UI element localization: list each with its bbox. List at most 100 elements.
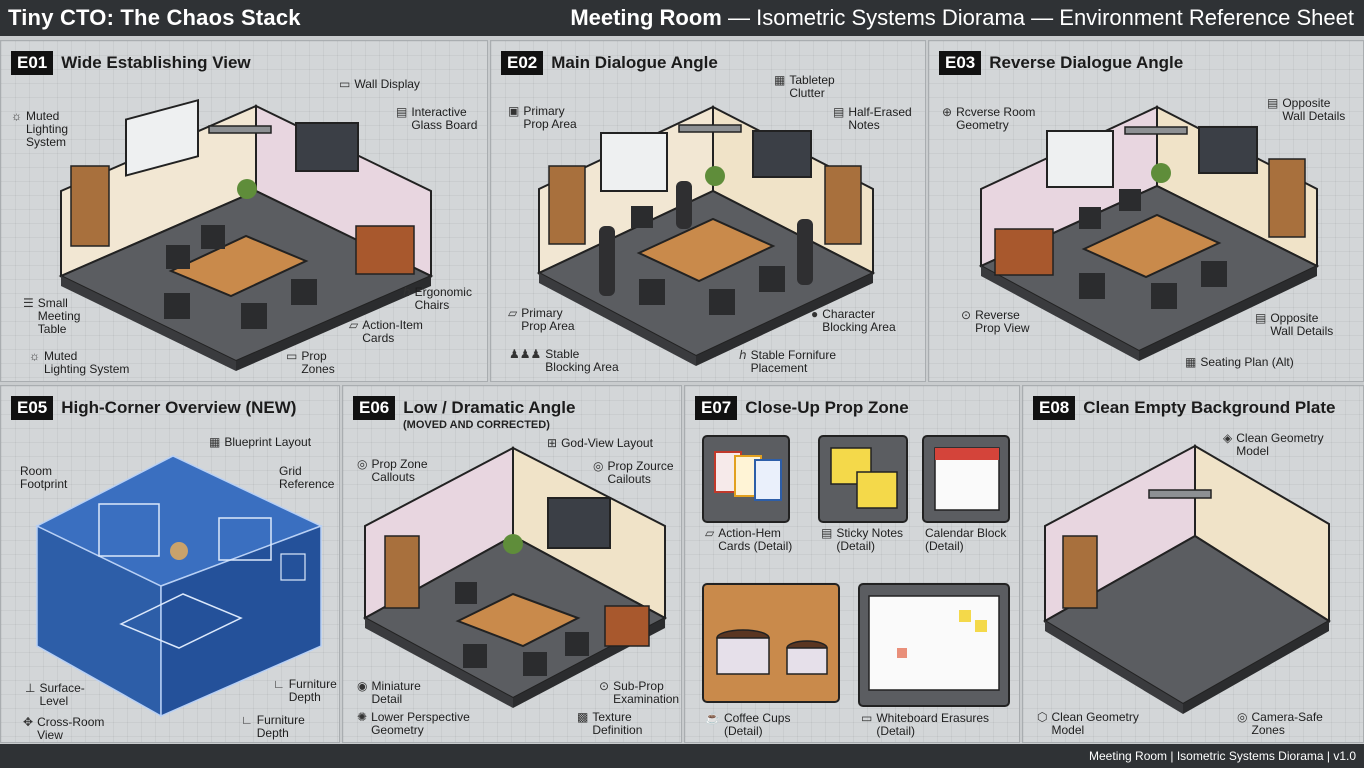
magnifier-icon: ⊙ (961, 308, 972, 322)
blueprint-display (218, 517, 272, 561)
sticky-note (975, 620, 987, 632)
e08-label-camera-safe: ◎Camera-Safe Zones (1237, 710, 1323, 737)
e05-label-blueprint: ▦Blueprint Layout (209, 435, 312, 449)
target-icon: ◎ (357, 457, 368, 471)
e06-label-sub-prop: ⊙Sub-Prop Examination (599, 679, 680, 706)
person-icon: ● (811, 307, 819, 321)
bulb-icon: ☼ (11, 109, 22, 123)
footer-text: Meeting Room | Isometric Systems Diorama… (1089, 749, 1356, 763)
bulb-icon: ☼ (29, 349, 40, 363)
e01-label-cards: ▱Action-Item Cards (349, 318, 423, 345)
furniture-icon: ℎ (739, 348, 747, 362)
ceiling-light (1148, 489, 1212, 499)
e01-label-table: ☰Small Meeting Table (23, 296, 81, 336)
e08-title: Clean Empty Background Plate (1083, 398, 1336, 417)
e01-label-lighting-2: ☼Muted Lighting System (29, 349, 130, 376)
card (754, 459, 782, 501)
e02-diorama (536, 105, 876, 366)
e02-label-clutter: ▦Tabletep Clutter (774, 73, 835, 100)
e06-label-prop-zone: ◎Prop Zone Callouts (357, 457, 428, 484)
e07-label-calendar: Calendar Block (Detail) (925, 526, 1007, 553)
glass-board (600, 132, 668, 192)
e08-header: E08 Clean Empty Background Plate (1033, 396, 1335, 420)
door-left (548, 165, 586, 245)
card-icon: ▱ (349, 318, 359, 332)
box-icon: ▭ (286, 349, 298, 363)
door-left (384, 535, 420, 609)
plant (170, 542, 188, 560)
character-silhouette (797, 219, 813, 285)
people-icon: ♟♟♟ (509, 347, 542, 361)
plant (705, 166, 725, 186)
board-icon: ▭ (861, 711, 873, 725)
panel-e01: E01 Wide Establishing View ▭Wall Display… (0, 40, 488, 382)
prop-area-icon: ▱ (508, 306, 518, 320)
panel-e05: E05 High-Corner Overview (NEW) ▦Blueprin… (0, 385, 340, 743)
e01-label-glass-board: ▤Interactive Glass Board (396, 105, 478, 132)
e05-label-surface: ⊥Surface- Level (25, 681, 85, 708)
e05-blueprint (35, 455, 323, 718)
e03-label-reverse-prop: ⊙Reverse Prop View (961, 308, 1030, 335)
sticky-note (959, 610, 971, 622)
chair (166, 245, 190, 269)
chair (1079, 273, 1105, 299)
e03-label-opposite-wall-2: ▤Opposite Wall Details (1255, 311, 1334, 338)
wall-details-icon: ▤ (1255, 311, 1267, 325)
meeting-table (455, 592, 581, 648)
notes-icon: ▤ (833, 105, 845, 119)
character-silhouette (676, 181, 692, 229)
chair (455, 582, 477, 604)
header-bar: Tiny CTO: The Chaos Stack Meeting Room —… (0, 0, 1364, 36)
chair (1201, 261, 1227, 287)
e06-header: E06 Low / Dramatic Angle (353, 396, 575, 420)
target-icon: ◎ (593, 459, 604, 473)
sheet-title: Meeting Room — Isometric Systems Diorama… (570, 5, 1354, 31)
cube-icon: ⬡ (1037, 710, 1048, 724)
e05-label-depth: ∟Furniture Depth (273, 677, 337, 704)
calendar-header (935, 448, 999, 460)
e02-tag: E02 (501, 51, 544, 75)
plant (237, 179, 257, 199)
chair (709, 289, 735, 315)
chair (201, 225, 225, 249)
e08-label-geometry-bottom: ⬡Clean Geometry Model (1037, 710, 1139, 737)
side-cabinet (604, 605, 650, 647)
e08-empty-plate (1043, 444, 1331, 714)
coffee-cup-body (786, 647, 828, 675)
e05-label-cross-room: ✥Cross-Room View (23, 715, 105, 742)
camera-icon: ◎ (1237, 710, 1248, 724)
e05-label-grid: Grid Reference (279, 464, 335, 491)
card-icon: ▱ (705, 526, 715, 540)
e01-label-prop-zones: ▭Prop Zones (286, 349, 335, 376)
e07-label-whiteboard: ▭Whiteboard Erasures (Detail) (861, 711, 990, 738)
sticky-note (856, 471, 898, 509)
ceiling-light (1124, 126, 1188, 135)
e08-tag: E08 (1033, 396, 1076, 420)
e03-title: Reverse Dialogue Angle (989, 53, 1184, 72)
e03-label-opposite-wall: ▤Opposite Wall Details (1267, 96, 1346, 123)
e07-label-sticky: ▤Sticky Notes (Detail) (821, 526, 904, 553)
sticky-note (897, 648, 907, 658)
perspective-icon: ✺ (357, 710, 368, 724)
e01-header: E01 Wide Establishing View (11, 51, 251, 75)
level-icon: ⊥ (25, 681, 36, 695)
chair (523, 652, 547, 676)
wall-display (1198, 126, 1258, 174)
panel-e06: E06 Low / Dramatic Angle (MOVED AND CORR… (342, 385, 682, 743)
e02-label-stable-blocking: ♟♟♟Stable Blocking Area (509, 347, 619, 374)
e02-header: E02 Main Dialogue Angle (501, 51, 718, 75)
chair (1151, 283, 1177, 309)
e07-label-coffee: ☕Coffee Cups (Detail) (705, 711, 791, 738)
note-icon: ▤ (821, 526, 833, 540)
ceiling-light (678, 124, 742, 133)
e05-label-depth-2: ∟Furniture Depth (241, 713, 305, 740)
whiteboard (868, 595, 1000, 691)
wall-display (752, 130, 812, 178)
blueprint-table (119, 593, 243, 649)
grid-reference-panel (280, 553, 306, 581)
e01-diorama (58, 98, 434, 371)
plant (1151, 163, 1171, 183)
e06-label-prop-zource: ◎Prop Zource Cailouts (593, 459, 674, 486)
